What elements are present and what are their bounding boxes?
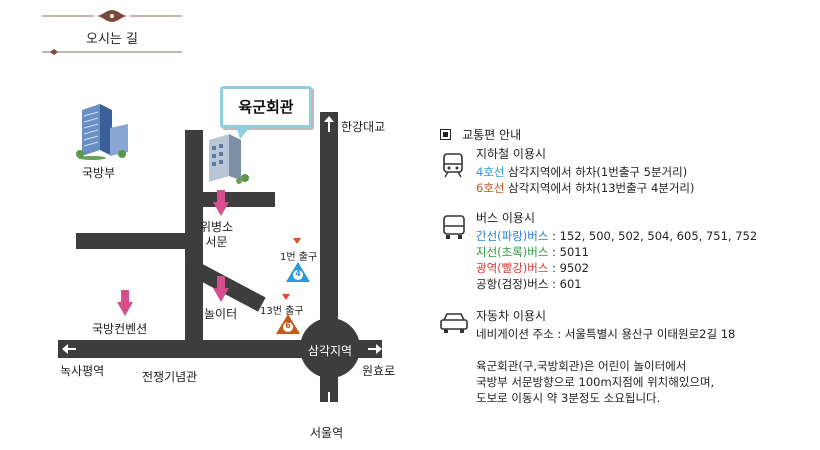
location-pin-icon xyxy=(117,290,133,316)
bus-trunk: 간선(파랑)버스 : 152, 500, 502, 504, 605, 751,… xyxy=(476,228,757,244)
line4-badge-number: 4 xyxy=(295,269,301,278)
bus-airport: 공항(검정)버스 : 601 xyxy=(476,277,582,291)
trunk-name: 간선(파랑)버스 xyxy=(476,229,549,243)
road-branch-west xyxy=(76,233,196,249)
bus-branch: 지선(초록)버스 : 5011 xyxy=(476,244,589,260)
branch-name: 지선(초록)버스 xyxy=(476,245,549,259)
arrow-up-icon xyxy=(324,116,334,132)
wide-text: : 9502 xyxy=(548,261,589,275)
south-road-label: 서울역 xyxy=(310,426,344,440)
exit13-label: 13번 출구 xyxy=(260,306,304,317)
line4-text: 삼각지역에서 하차(1번출구 5분거리) xyxy=(504,165,688,179)
subway-line4: 4호선 삼각지역에서 하차(1번출구 5분거리) xyxy=(476,164,687,180)
ornament-icon xyxy=(42,49,182,55)
bus-icon xyxy=(443,215,465,239)
venue-name: 육군회관 xyxy=(238,98,294,116)
west-gate-label: 위병소 서문 xyxy=(200,220,233,250)
west-gate-line2: 서문 xyxy=(205,235,228,249)
map: 삼각지역 한강대교 서울역 원효로 녹사평역 전쟁기념관 국방부 육군회관 xyxy=(58,86,396,440)
note-line1: 육군회관(구,국방회관)은 어린이 놀이터에서 xyxy=(476,359,687,373)
line6-badge-icon xyxy=(276,314,300,334)
wide-name: 광역(빨강)버스 xyxy=(476,261,549,275)
playground-label: 놀이터 xyxy=(204,307,238,321)
gukbangbu-label: 국방부 xyxy=(82,166,116,180)
car-icon xyxy=(440,313,468,333)
exit-flag-icon xyxy=(293,238,301,244)
subway-icon xyxy=(443,153,463,178)
branch-text: : 5011 xyxy=(548,245,589,259)
line6-name: 6호선 xyxy=(476,181,505,195)
note-line2: 국방부 서문방향으로 100m지점에 위치해있으며, xyxy=(476,375,715,389)
arrow-down-icon xyxy=(324,392,334,408)
road-branch-top xyxy=(195,192,275,207)
location-pin-icon xyxy=(213,190,229,216)
note-line3: 도보로 이동시 약 3분정도 소요됩니다. xyxy=(476,391,661,405)
bus-heading: 버스 이용시 xyxy=(476,211,536,225)
arrow-left-icon xyxy=(62,344,76,354)
bus-wide: 광역(빨강)버스 : 9502 xyxy=(476,260,589,276)
building-icon xyxy=(76,104,128,160)
info-panel: 교통편 안내 지하철 이용시 4호선 삼각지역에서 하차(1번출구 5분거리) … xyxy=(440,118,810,428)
convention-label: 국방컨벤션 xyxy=(92,322,148,336)
east-road-label: 원효로 xyxy=(362,364,396,378)
line4-name: 4호선 xyxy=(476,165,505,179)
memorial-label: 전쟁기념관 xyxy=(142,370,198,384)
line6-text: 삼각지역에서 하차(13번출구 4분거리) xyxy=(504,181,695,195)
venue-building-icon xyxy=(209,134,249,184)
exit1-label: 1번 출구 xyxy=(280,252,318,263)
roundabout-circle xyxy=(300,318,360,378)
subway-heading: 지하철 이용시 xyxy=(476,147,547,161)
roundabout-label: 삼각지역 xyxy=(307,344,353,358)
subway-line6: 6호선 삼각지역에서 하차(13번출구 4분거리) xyxy=(476,180,695,196)
west-gate-line1: 위병소 xyxy=(200,220,234,234)
line6-badge-number: 6 xyxy=(285,321,291,330)
ornament-icon xyxy=(42,10,182,22)
north-road-label: 한강대교 xyxy=(341,120,386,134)
info-title-row: 교통편 안내 xyxy=(440,124,521,143)
west-road-label: 녹사평역 xyxy=(60,364,105,378)
page-header: 오시는 길 xyxy=(42,8,182,58)
callout-tail-icon xyxy=(236,125,252,139)
square-bullet-icon xyxy=(440,129,451,140)
venue-callout: 육군회관 xyxy=(220,86,312,128)
trunk-text: : 152, 500, 502, 504, 605, 751, 752 xyxy=(548,229,758,243)
car-heading: 자동차 이용시 xyxy=(476,309,547,323)
location-pin-icon xyxy=(213,276,229,302)
arrow-right-icon xyxy=(368,344,382,354)
line4-badge-icon xyxy=(286,262,310,282)
page-title: 오시는 길 xyxy=(86,32,138,47)
info-title: 교통편 안내 xyxy=(462,128,522,142)
car-navi: 네비게이션 주소 : 서울특별시 용산구 이태원로2길 18 xyxy=(476,327,736,341)
exit-flag-icon xyxy=(282,294,290,300)
